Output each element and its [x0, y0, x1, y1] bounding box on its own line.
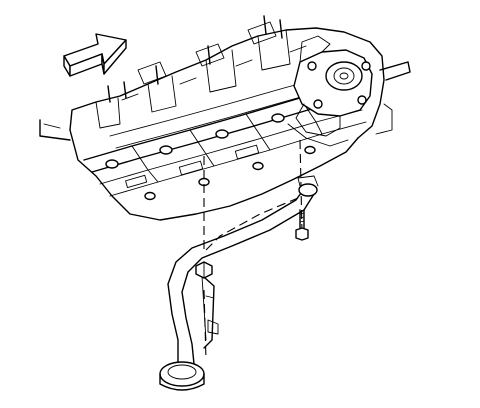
bolt-icon — [295, 209, 309, 241]
nut-icon — [195, 261, 213, 279]
arrow-right-icon — [63, 33, 127, 77]
oil-pump-icon — [287, 35, 373, 147]
oil-pickup-tube-icon — [159, 175, 319, 391]
alignment-guides — [203, 139, 303, 361]
